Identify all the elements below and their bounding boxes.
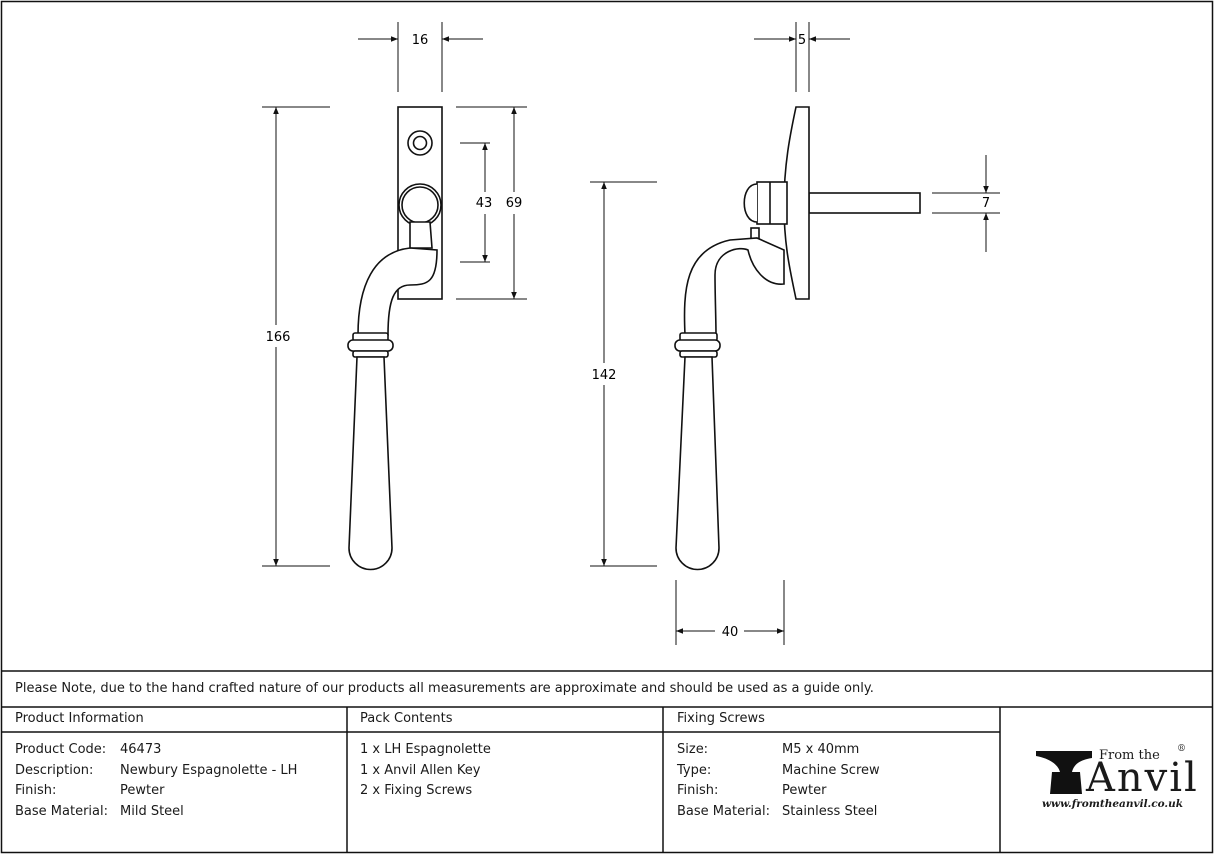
anvil-icon [1036, 751, 1092, 794]
screw-material-value: Stainless Steel [782, 804, 878, 819]
front-handle-grip [348, 356, 393, 571]
logo-website: www.fromtheanvil.co.uk [1042, 798, 1183, 810]
pack-item: 2 x Fixing Screws [360, 783, 473, 798]
measurement-note: Please Note, due to the hand crafted nat… [15, 681, 874, 696]
product-code-value: 46473 [120, 742, 162, 757]
side-boss [756, 181, 788, 225]
dim-spindle-size: 7 [982, 196, 990, 211]
front-collar-lower [352, 350, 389, 358]
description-value: Newbury Espagnolette - LH [120, 763, 298, 778]
base-material-label: Base Material: [15, 804, 108, 819]
side-spindle [808, 192, 921, 214]
base-material-value: Mild Steel [120, 804, 184, 819]
product-information-header: Product Information [15, 711, 144, 726]
logo-registered-mark: ® [1177, 744, 1186, 754]
pack-contents-header: Pack Contents [360, 711, 453, 726]
front-view [347, 106, 443, 571]
screw-size-label: Size: [677, 742, 709, 757]
anvil-logo [1036, 751, 1092, 794]
side-handle-grip [675, 356, 720, 571]
fixing-screws-header: Fixing Screws [677, 711, 765, 726]
front-collar [347, 339, 394, 352]
product-code-label: Product Code: [15, 742, 107, 757]
dimension-lines [262, 22, 1000, 645]
dim-plate-depth: 5 [798, 33, 806, 48]
side-handle-arm [683, 237, 785, 336]
pack-item: 1 x LH Espagnolette [360, 742, 491, 757]
dim-spindle-offset: 43 [476, 196, 493, 211]
screw-finish-value: Pewter [782, 783, 827, 798]
dim-front-width: 16 [412, 33, 429, 48]
finish-label: Finish: [15, 783, 57, 798]
dim-side-height: 142 [592, 368, 617, 383]
logo-from-the: From the [1099, 748, 1160, 763]
side-view [674, 106, 921, 571]
front-handle-arm [357, 247, 438, 336]
description-label: Description: [15, 763, 94, 778]
finish-value: Pewter [120, 783, 165, 798]
dim-front-height: 166 [266, 330, 291, 345]
dim-plate-height: 69 [506, 196, 523, 211]
dim-side-projection: 40 [722, 625, 739, 640]
side-collar [674, 339, 721, 352]
logo-anvil-wordmark: Anvil [1086, 755, 1199, 801]
pack-item: 1 x Anvil Allen Key [360, 763, 481, 778]
side-collar-lower [679, 350, 718, 358]
screw-type-value: Machine Screw [782, 763, 880, 778]
screw-finish-label: Finish: [677, 783, 719, 798]
info-table-grid [1, 670, 1213, 853]
screw-material-label: Base Material: [677, 804, 770, 819]
screw-size-value: M5 x 40mm [782, 742, 860, 757]
screw-type-label: Type: [677, 763, 712, 778]
